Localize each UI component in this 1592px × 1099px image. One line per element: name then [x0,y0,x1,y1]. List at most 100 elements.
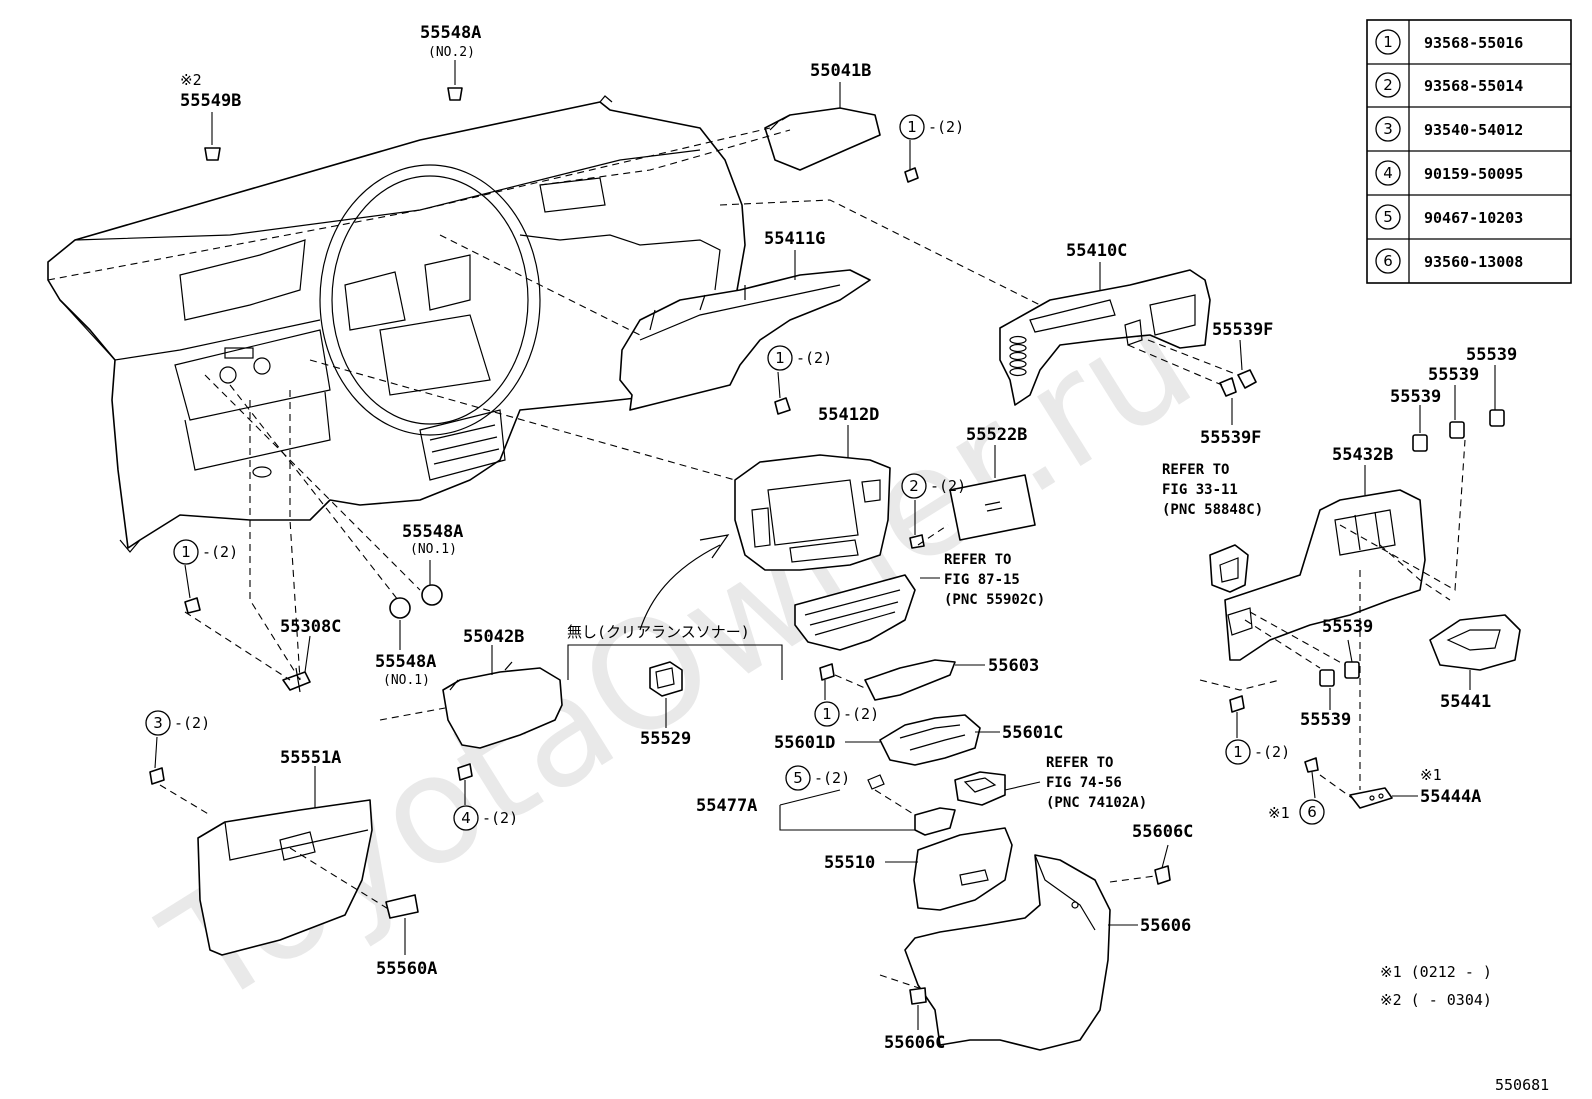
legend-part: 93540-54012 [1424,121,1523,139]
callout-6-55444A: 6 [1299,799,1325,825]
svg-text:1: 1 [907,118,917,136]
callout-3-55551A: 3 -(2) [145,710,210,736]
part-55444A [1349,787,1393,809]
arrow-head [699,534,730,559]
label-55444A: 55444A [1420,787,1481,807]
bracket-55477A [779,789,915,831]
label-55606: 55606 [1140,916,1191,936]
label-mark-1-b: ※1 [1268,804,1290,822]
label-mark-2: ※2 [180,71,202,89]
part-55539-e [1319,669,1335,687]
svg-text:-(2): -(2) [202,543,238,561]
part-55432B [1224,489,1426,661]
part-74102A-ref [954,771,1006,806]
svg-text:-(2): -(2) [814,769,850,787]
legend-part: 93568-55016 [1424,34,1523,52]
legend-num: 1 [1383,33,1393,51]
part-55308C [282,671,311,691]
label-55606C-upper: 55606C [1132,822,1193,842]
part-55411G [619,269,871,411]
label-55412D: 55412D [818,405,879,425]
label-55529: 55529 [640,729,691,749]
part-55601C [879,714,981,766]
svg-text:1: 1 [775,349,785,367]
legend-part: 90159-50095 [1424,165,1523,183]
label-55606C-lower: 55606C [884,1033,945,1053]
label-55603: 55603 [988,656,1039,676]
part-55441 [1429,614,1521,671]
part-55539F-upper [1237,369,1257,389]
label-55548A-mid: 55548A [402,522,463,542]
callout-5-55477A: 5 -(2) [785,765,850,791]
svg-text:5: 5 [793,769,803,787]
legend-num: 4 [1383,164,1393,182]
legend-row-1: 1 93568-55016 [1375,29,1523,55]
svg-text:-(2): -(2) [843,705,879,723]
callout-4-55042B: 4 -(2) [453,805,518,831]
label-55539-e: 55539 [1300,710,1351,730]
svg-text:-(2): -(2) [482,809,518,827]
legend-part: 90467-10203 [1424,209,1523,227]
label-55441: 55441 [1440,692,1491,712]
fasteners [149,87,1319,1005]
callout-1-55411G: 1 -(2) [767,345,832,371]
part-55539-c [1412,434,1428,452]
label-ref-74-line3: (PNC 74102A) [1046,795,1147,811]
svg-text:-(2): -(2) [796,349,832,367]
label-55548A-no2: 55548A [420,23,481,43]
part-55539F-lower [1219,377,1237,397]
svg-text:-(2): -(2) [1254,743,1290,761]
part-55539-a [1489,409,1505,427]
legend-row-2: 2 93568-55014 [1375,72,1523,98]
label-55539F-upper: 55539F [1212,320,1273,340]
leader-lines [154,60,1496,1030]
part-58848C-ref [1209,544,1249,593]
label-55522B: 55522B [966,425,1027,445]
part-55510 [913,827,1013,911]
label-ref-87-line3: (PNC 55902C) [944,592,1045,608]
label-55477A: 55477A [696,796,757,816]
label-ref-33-line2: FIG 33-11 [1162,482,1238,498]
legend-part: 93568-55014 [1424,77,1523,95]
callouts: 1 -(2) 1 -(2) 1 -(2) 1 -(2) 1 -(2) 2 -(2… [145,114,1325,831]
legend-row-5: 5 90467-10203 [1375,204,1523,230]
label-55601D: 55601D [774,733,835,753]
legend-part: 93560-13008 [1424,253,1523,271]
svg-text:1: 1 [181,543,191,561]
part-55522B [949,474,1036,541]
svg-text:1: 1 [822,705,832,723]
dial-row [1009,335,1027,377]
label-55432B: 55432B [1332,445,1393,465]
label-55539-d: 55539 [1322,617,1373,637]
label-55560A: 55560A [376,959,437,979]
label-55539-a: 55539 [1466,345,1517,365]
label-55548A-low-sub: (NO.1) [383,673,430,688]
part-55042B [442,667,563,749]
label-55551A: 55551A [280,748,341,768]
part-55539-d [1344,661,1360,679]
part-55539-b [1449,421,1465,439]
callout-1-55603: 1 -(2) [814,701,879,727]
svg-text:4: 4 [461,809,471,827]
note-2: ※2 ( - 0304) [1380,991,1492,1009]
label-nashi: 無し(クリアランスソナー) [567,623,750,641]
note-1: ※1 (0212 - ) [1380,963,1492,981]
legend-num: 5 [1383,208,1393,226]
callout-1-right: 1 -(2) [1225,739,1290,765]
label-55601C: 55601C [1002,723,1063,743]
label-ref-74-line2: FIG 74-56 [1046,775,1122,791]
legend-row-4: 4 90159-50095 [1375,160,1523,186]
svg-text:-(2): -(2) [928,118,964,136]
svg-text:3: 3 [153,714,163,732]
callout-1-left: 1 -(2) [173,539,238,565]
part-55477A [914,807,956,836]
instrument-panel-drawing [47,95,746,553]
figure-id: 550681 [1495,1076,1549,1094]
assembly-lines [47,127,1466,991]
label-ref-87-line1: REFER TO [944,552,1011,568]
callout-1-55041B: 1 -(2) [899,114,964,140]
part-55560A [385,894,419,919]
part-55606 [904,854,1111,1051]
legend-num: 3 [1383,120,1393,138]
